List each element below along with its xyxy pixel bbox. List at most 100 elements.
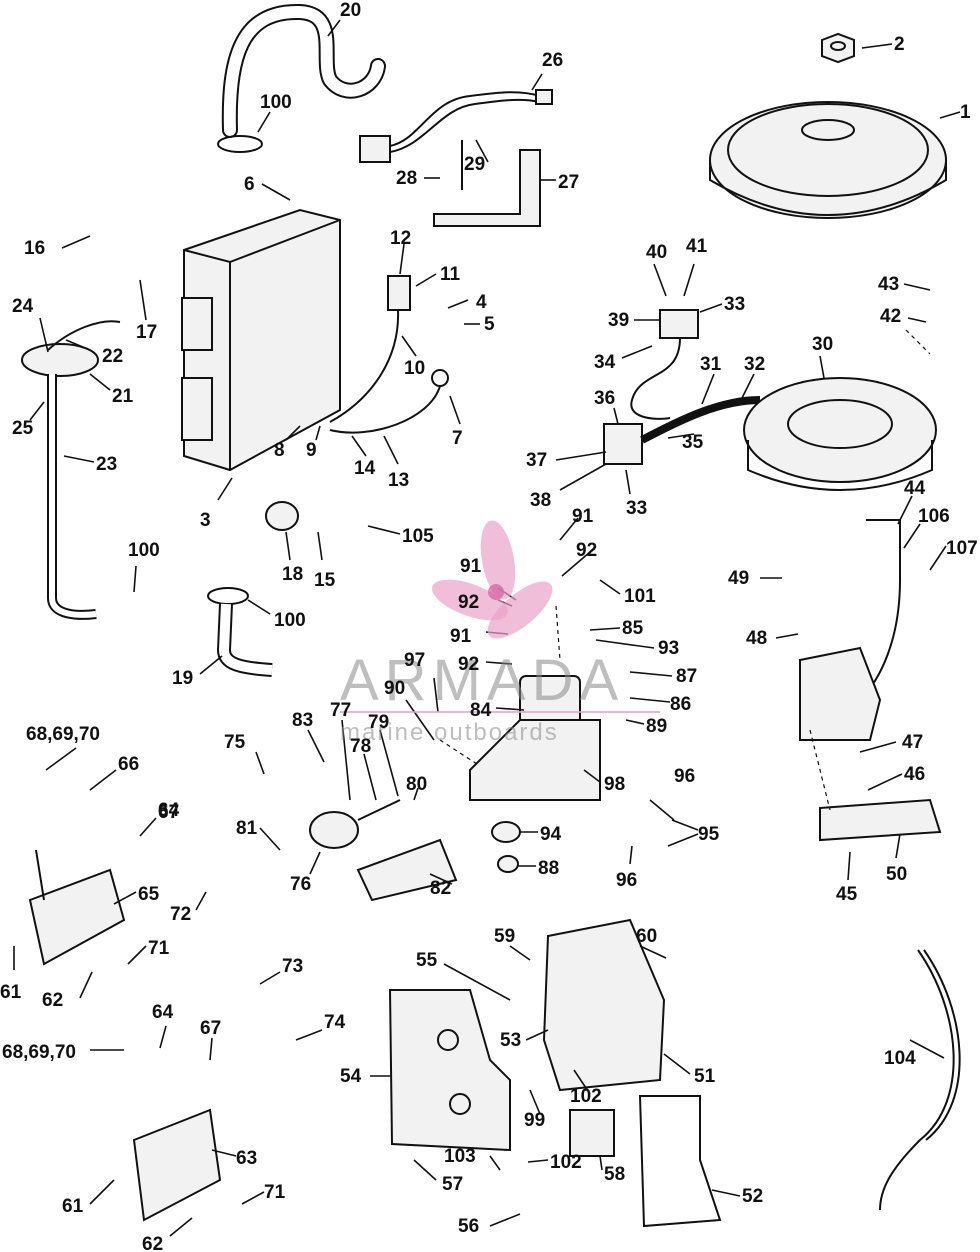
callout-label: 58 xyxy=(604,1164,625,1185)
callout-label: 16 xyxy=(24,238,45,259)
callout-label: 5 xyxy=(484,314,495,335)
callout-label: 92 xyxy=(458,592,479,613)
callout-label: 66 xyxy=(118,754,139,775)
callout-label: 3 xyxy=(200,510,211,531)
callout-label: 85 xyxy=(622,618,644,639)
callout-label: 44 xyxy=(904,478,926,499)
callout-label: 20 xyxy=(340,0,361,21)
callout-label: 74 xyxy=(324,1012,346,1033)
callout-label: 37 xyxy=(526,450,547,471)
callout-label: 100 xyxy=(260,92,292,113)
callout-label: 83 xyxy=(292,710,313,731)
callout-label: 75 xyxy=(224,732,246,753)
callout-label: 71 xyxy=(148,938,170,959)
callout-label: 77 xyxy=(330,700,351,721)
callout-label: 91 xyxy=(460,556,482,577)
callout-label: 92 xyxy=(576,540,597,561)
callout-label: 90 xyxy=(384,678,405,699)
callout-label: 95 xyxy=(698,824,720,845)
fuel-hose-top xyxy=(217,3,386,153)
callout-label: 25 xyxy=(12,418,34,439)
callout-label: 94 xyxy=(540,824,562,845)
callout-label: 61 xyxy=(0,982,22,1003)
relay-box xyxy=(542,918,722,1228)
callout-label: 49 xyxy=(728,568,749,589)
callout-label: 19 xyxy=(172,668,193,689)
callout-label: 7 xyxy=(452,428,463,449)
callout-label: 11 xyxy=(440,264,461,285)
callout-label: 99 xyxy=(524,1110,545,1131)
callout-label: 68,69,70 xyxy=(26,724,100,745)
callout-label: 29 xyxy=(464,154,485,175)
callout-label: 42 xyxy=(880,306,901,327)
callout-label: 48 xyxy=(746,628,767,649)
callout-label: 91 xyxy=(450,626,472,647)
callout-label: 34 xyxy=(594,352,616,373)
stator-harness xyxy=(603,309,761,465)
callout-label: 56 xyxy=(458,1216,479,1237)
sensor-harness xyxy=(359,89,553,163)
fuel-hose-19 xyxy=(207,587,273,677)
callout-label: 105 xyxy=(402,526,434,547)
callout-label: 30 xyxy=(812,334,833,355)
callout-label: 86 xyxy=(670,694,691,715)
flywheel-nut xyxy=(821,32,855,64)
callout-label: 62 xyxy=(42,990,63,1011)
watermark: ARMADA marine outboards xyxy=(340,520,660,746)
callout-label: 97 xyxy=(404,650,425,671)
callout-label: 54 xyxy=(340,1066,362,1087)
callout-label: 100 xyxy=(128,540,160,561)
callout-label: 107 xyxy=(946,538,978,559)
callout-label: 35 xyxy=(682,432,704,453)
callout-label: 102 xyxy=(570,1086,602,1107)
callout-label: 88 xyxy=(538,858,559,879)
ignition-coil-65 xyxy=(28,849,126,966)
callout-label: 41 xyxy=(686,236,708,257)
callout-label: 28 xyxy=(396,168,417,189)
battery-cable xyxy=(879,949,961,1211)
callout-label: 8 xyxy=(274,440,285,461)
callout-label: 38 xyxy=(530,490,551,511)
callout-label: 104 xyxy=(884,1048,916,1069)
callout-label: 103 xyxy=(444,1146,476,1167)
callout-label: 40 xyxy=(646,242,667,263)
callout-label: 57 xyxy=(442,1174,463,1195)
callout-label: 10 xyxy=(404,358,425,379)
callout-label: 59 xyxy=(494,926,515,947)
callout-label: 23 xyxy=(96,454,117,475)
dashed-assembly-lines xyxy=(439,329,931,811)
callout-label: 47 xyxy=(902,732,923,753)
callout-label: 15 xyxy=(314,570,336,591)
callout-label: 91 xyxy=(572,506,594,527)
callout-label: 71 xyxy=(264,1182,286,1203)
callout-label: 13 xyxy=(388,470,409,491)
callout-label: 73 xyxy=(282,956,303,977)
callout-label: 68,69,70 xyxy=(2,1042,76,1063)
callout-label: 12 xyxy=(390,228,411,249)
callout-label: 36 xyxy=(594,388,615,409)
callout-label: 2 xyxy=(894,34,905,55)
cover-54 xyxy=(388,989,511,1152)
ignition-coil-63 xyxy=(132,1108,222,1222)
callout-label: 79 xyxy=(368,712,389,733)
callout-label: 26 xyxy=(542,50,563,71)
callout-label: 76 xyxy=(290,874,311,895)
ecm-module xyxy=(181,208,341,472)
callout-label: 67 xyxy=(200,1018,221,1039)
callout-label: 82 xyxy=(430,878,451,899)
callout-label: 32 xyxy=(744,354,765,375)
callout-label: 100 xyxy=(274,610,306,631)
callout-label: 72 xyxy=(170,904,191,925)
callout-label: 96 xyxy=(674,766,695,787)
callout-label: 92 xyxy=(458,654,479,675)
propeller-logo xyxy=(432,520,553,639)
callout-label: 31 xyxy=(700,354,722,375)
power-pack-76 xyxy=(309,799,458,902)
watermark-tagline: marine outboards xyxy=(340,719,559,746)
callout-label: 78 xyxy=(350,736,371,757)
callout-label: 46 xyxy=(904,764,925,785)
callout-label: 64 xyxy=(158,800,180,821)
callout-label: 93 xyxy=(658,638,679,659)
